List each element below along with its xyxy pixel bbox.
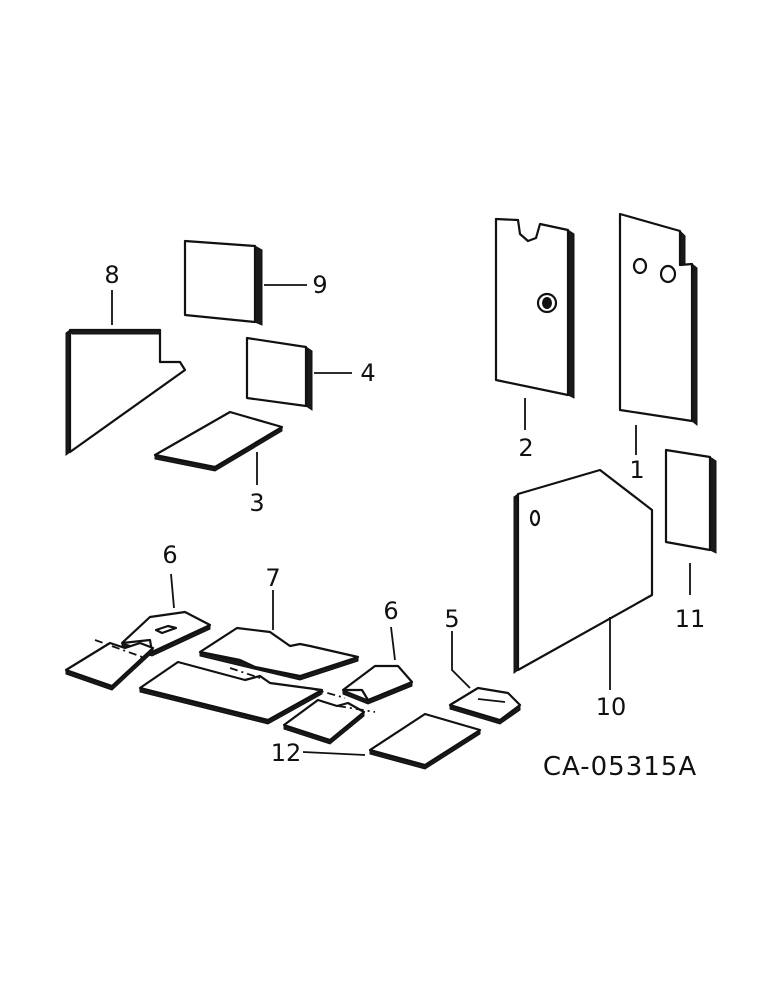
callout-2: 2 <box>518 434 533 462</box>
leader-6-right <box>390 626 396 661</box>
callout-4: 4 <box>360 359 375 387</box>
part-2-rear-panel <box>494 217 575 399</box>
part-1-rear-panel <box>618 212 698 427</box>
leader-12 <box>302 751 366 756</box>
part-9-pad <box>183 239 263 326</box>
callout-5: 5 <box>444 605 459 633</box>
part-8-side-panel <box>65 328 187 456</box>
callout-11: 11 <box>675 605 706 633</box>
drawing-code: CA-05315A <box>543 752 697 782</box>
callout-6-right: 6 <box>383 597 398 625</box>
part-6-floor-mat-right <box>341 664 414 705</box>
callout-12: 12 <box>271 739 302 767</box>
callout-6-left: 6 <box>162 541 177 569</box>
part-4-pad <box>245 336 313 411</box>
callout-3: 3 <box>249 489 264 517</box>
leader-6-left <box>170 573 175 609</box>
part-10-side-panel <box>513 468 654 674</box>
part-5-small-pad <box>448 686 522 725</box>
callout-7: 7 <box>265 564 280 592</box>
part-3-floor-pad <box>153 410 284 472</box>
part-7-floor-mat-center <box>198 626 360 681</box>
part-12-floor-mat-center-front <box>138 660 324 725</box>
callout-1: 1 <box>629 456 644 484</box>
part-12-floor-mat-left-front <box>64 641 155 691</box>
part-12-floor-pad-right <box>368 712 482 770</box>
callout-8: 8 <box>104 261 119 289</box>
callout-9: 9 <box>312 271 327 299</box>
part-11-pad <box>664 448 717 554</box>
callout-10: 10 <box>596 693 627 721</box>
part-12-floor-mat-right-front <box>282 698 366 745</box>
leader-5 <box>451 631 471 689</box>
